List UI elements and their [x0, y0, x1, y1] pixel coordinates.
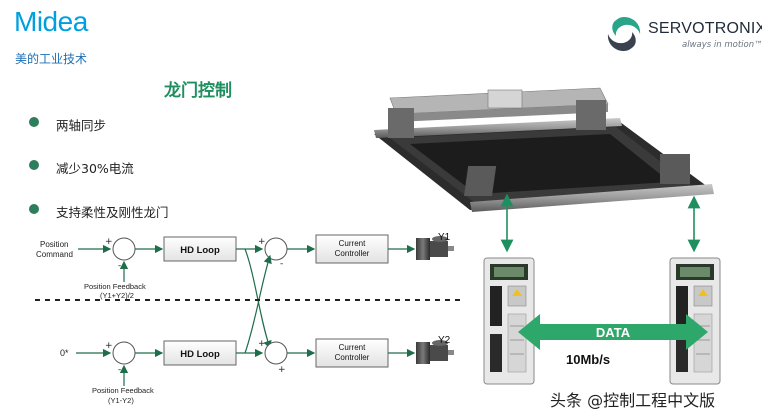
plus-sign: +	[278, 365, 286, 375]
bullet-text: 减少30%电流	[56, 161, 134, 176]
minus-sign: -	[280, 259, 283, 269]
axis-label-y2: Y2	[438, 335, 451, 346]
plus-sign: +	[258, 237, 266, 247]
zero-input-label: 0*	[60, 348, 69, 358]
servo-motor-y1	[416, 236, 454, 260]
midea-logo-subtitle: 美的工业技术	[15, 52, 88, 66]
midea-logo: Midea	[14, 6, 88, 37]
feedback-label-bottom: (Y1-Y2)	[108, 396, 134, 405]
bullet-text: 两轴同步	[56, 118, 107, 133]
servotronix-swirl-icon	[607, 17, 641, 51]
current-controller-label: Current	[339, 239, 366, 248]
current-controller-block	[315, 338, 389, 368]
feedback-label-top: (Y1+Y2)/2	[100, 291, 134, 300]
watermark: 头条 @控制工程中文版	[550, 391, 716, 410]
bullet-text: 支持柔性及刚性龙门	[56, 205, 169, 220]
current-controller-label: Controller	[335, 249, 370, 258]
current-controller-label: Current	[339, 343, 366, 352]
current-controller-label: Controller	[335, 353, 370, 362]
hd-loop-label: HD Loop	[180, 349, 220, 360]
servotronix-logo: SERVOTRONIX always in motion™	[604, 14, 762, 54]
feedback-label-top: Position Feedback	[84, 282, 146, 291]
servo-drive-left	[483, 257, 535, 385]
position-command-label: Command	[36, 250, 73, 259]
plus-sign: +	[105, 237, 113, 247]
bullet-dot	[29, 160, 39, 170]
page-title: 龙门控制	[164, 81, 232, 101]
plus-sign: +	[105, 341, 113, 351]
current-controller-block	[315, 234, 389, 264]
data-rate-label: 10Mb/s	[566, 352, 611, 367]
data-link-arrow: DATA	[518, 314, 708, 350]
minus-sign: -	[118, 365, 121, 375]
bullet-dot	[29, 204, 39, 214]
minus-sign: -	[118, 261, 121, 271]
servotronix-name: SERVOTRONIX	[648, 20, 762, 37]
hd-loop-block	[163, 340, 237, 366]
servotronix-tagline: always in motion™	[682, 40, 762, 50]
axis-label-y1: Y1	[438, 232, 451, 243]
servo-motor-y2	[416, 340, 454, 364]
gantry-machine-illustration	[374, 87, 714, 212]
feedback-label-bottom: Position Feedback	[92, 386, 154, 395]
hd-loop-label: HD Loop	[180, 245, 220, 256]
plus-sign: +	[258, 339, 266, 349]
position-command-label: Position	[40, 240, 68, 249]
hd-loop-block	[163, 236, 237, 262]
data-link-label: DATA	[596, 325, 631, 340]
bullet-dot	[29, 117, 39, 127]
servo-drive-right	[669, 257, 721, 385]
